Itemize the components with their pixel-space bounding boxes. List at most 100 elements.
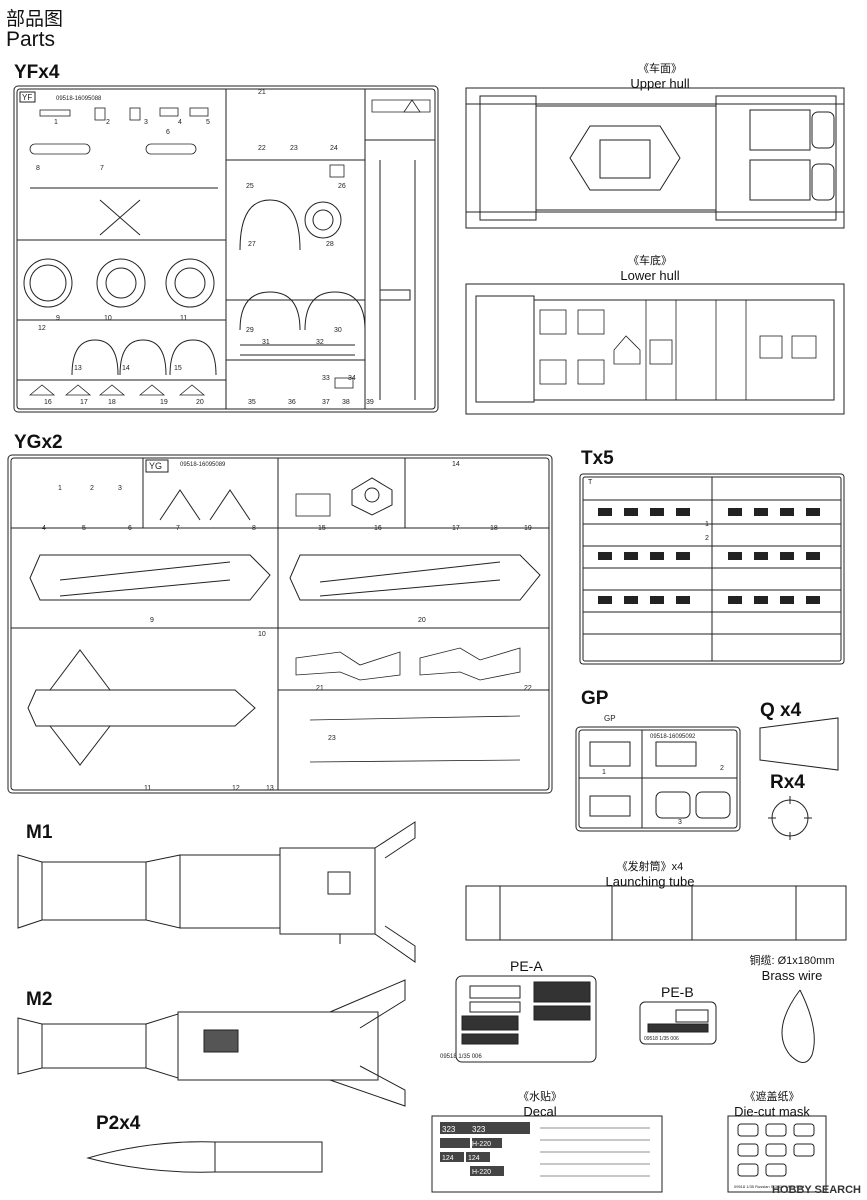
mask-caption-en: Die-cut mask (734, 1104, 810, 1119)
mask-code: 09518 1/35 Russian S-300V 9A83 SAM (734, 1184, 804, 1189)
sprue-yf-part-number: 24 (330, 145, 338, 152)
sprue-yf-part-number: 17 (80, 399, 88, 406)
sprue-yf-part-number: 33 (322, 375, 330, 382)
sprue-yf-part-number: 18 (108, 399, 116, 406)
sprue-yf-part-number: 36 (288, 399, 296, 406)
brass-wire (781, 989, 815, 1063)
lower-hull-caption-cn: 《车底》 (628, 255, 672, 267)
sprue-t-label: Tx5 (581, 448, 614, 469)
watermark: HOBBY SEARCH (771, 1184, 861, 1196)
upper-hull (465, 87, 845, 229)
sprue-gp-part-number: 2 (720, 765, 724, 772)
sprue-yf-part-number: 6 (166, 129, 170, 136)
pe-a-code: 09518 1/35 006 (440, 1054, 482, 1060)
sprue-yf-part-number: 9 (56, 315, 60, 322)
sprue-yg-part-number: 2 (90, 485, 94, 492)
sprue-yf-part-number: 14 (122, 365, 130, 372)
sprue-gp-tag: GP (604, 714, 616, 723)
sprue-yf-part-number: 16 (44, 399, 52, 406)
part-q (759, 717, 839, 771)
decal-marking-5: H-220 (472, 1141, 491, 1148)
sprue-yg-part-number: 18 (490, 525, 498, 532)
sprue-yf-part-number: 35 (248, 399, 256, 406)
sprue-yg-part-number: 11 (144, 785, 151, 792)
sprue-yf-part-number: 4 (178, 119, 182, 126)
page-title-cn: 部品图 (6, 9, 64, 30)
sprue-yf-part-number: 21 (258, 89, 266, 96)
sprue-yg-part-number: 17 (452, 525, 460, 532)
sprue-yf-part-number: 11 (180, 315, 187, 322)
sprue-yg-part-number: 13 (266, 785, 274, 792)
sprue-yg-part-number: 7 (176, 525, 180, 532)
sprue-q-label: Q x4 (760, 700, 802, 721)
sprue-yf-part-number: 7 (100, 165, 104, 172)
photo-etch-a (455, 975, 597, 1063)
sprue-yg-part-number: 6 (128, 525, 132, 532)
sprue-r-label: Rx4 (770, 772, 805, 793)
decal-marking-2: 323 (472, 1125, 486, 1134)
decal-marking-3: 124 (442, 1155, 454, 1162)
sprue-yf-part-number: 12 (38, 325, 46, 332)
sprue-yf-label: YFx4 (14, 62, 60, 83)
sprue-yg-part-number: 21 (316, 685, 324, 692)
sprue-yf-part-number: 37 (322, 399, 330, 406)
lower-hull-caption-en: Lower hull (620, 268, 680, 283)
sprue-yf-part-number: 27 (248, 241, 256, 248)
sprue-yf-part-number: 29 (246, 327, 254, 334)
sprue-yg (7, 454, 553, 794)
photo-etch-b (639, 1001, 717, 1045)
decal-caption: 《水贴》 Decal (480, 1088, 600, 1119)
sprue-yf-part-number: 10 (104, 315, 112, 322)
sprue-yf-tag: YF (22, 93, 32, 102)
sprue-yg-part-number: 4 (42, 525, 46, 532)
sprue-yf-part-number: 2 (106, 119, 110, 126)
brass-wire-caption: 铜缆: Ø1x180mm Brass wire (722, 952, 862, 983)
sprue-gp-part-number: 3 (678, 819, 682, 826)
sprue-yg-label: YGx2 (14, 432, 63, 453)
decal-marking-1: 323 (442, 1125, 456, 1134)
sprue-yf-part-number: 23 (290, 145, 298, 152)
part-r (768, 796, 812, 840)
part-m1 (17, 821, 416, 963)
sprue-yf-part-number: 13 (74, 365, 82, 372)
sprue-yf-part-number: 31 (262, 339, 270, 346)
part-m2-label: M2 (26, 989, 53, 1010)
mask-caption: 《遮盖纸》 Die-cut mask (712, 1088, 832, 1119)
pe-a-label: PE-A (510, 958, 543, 974)
sprue-yg-part-number: 19 (524, 525, 532, 532)
sprue-yg-part-number: 23 (328, 735, 336, 742)
sprue-gp-label: GP (581, 688, 609, 709)
upper-hull-caption: 《车面》 Upper hull (580, 60, 740, 91)
lower-hull-caption: 《车底》 Lower hull (570, 252, 730, 283)
pe-b-label: PE-B (661, 984, 694, 1000)
lower-hull (465, 283, 845, 415)
sprue-yg-part-number: 5 (82, 525, 86, 532)
sprue-yg-part-number: 1 (58, 485, 62, 492)
sprue-yg-part-number: 14 (452, 461, 460, 468)
sprue-yf-part-number: 34 (348, 375, 356, 382)
sprue-yg-part-number: 16 (374, 525, 382, 532)
launch-tube-caption: 《发射筒》x4 Launching tube (570, 858, 730, 889)
sprue-gp-part-numbers: 123 (602, 765, 724, 826)
sprue-yg-part-number: 15 (318, 525, 326, 532)
sprue-t-tag: T (588, 479, 593, 486)
sprue-yf-part-number: 38 (342, 399, 350, 406)
sprue-yf-part-number: 20 (196, 399, 204, 406)
page-title-en: Parts (6, 28, 56, 51)
sprue-yf-part-number: 5 (206, 119, 210, 126)
sprue-yf-part-number: 15 (174, 365, 182, 372)
sprue-yf-part-number: 22 (258, 145, 266, 152)
sprue-yg-part-number: 20 (418, 617, 426, 624)
sprue-yf-part-number: 39 (366, 399, 374, 406)
sprue-yg-part-number: 10 (258, 631, 266, 638)
sprue-yf-part-number: 28 (326, 241, 334, 248)
sprue-yf-part-number: 19 (160, 399, 168, 406)
sprue-gp-code: 09518-16095092 (650, 734, 696, 740)
sprue-yf-part-number: 25 (246, 183, 254, 190)
sprue-yf-part-number: 30 (334, 327, 342, 334)
sprue-yg-tag: YG (149, 461, 162, 471)
mask-caption-cn: 《遮盖纸》 (744, 1091, 800, 1103)
pe-b-code: 09518 1/35 006 (644, 1036, 679, 1042)
